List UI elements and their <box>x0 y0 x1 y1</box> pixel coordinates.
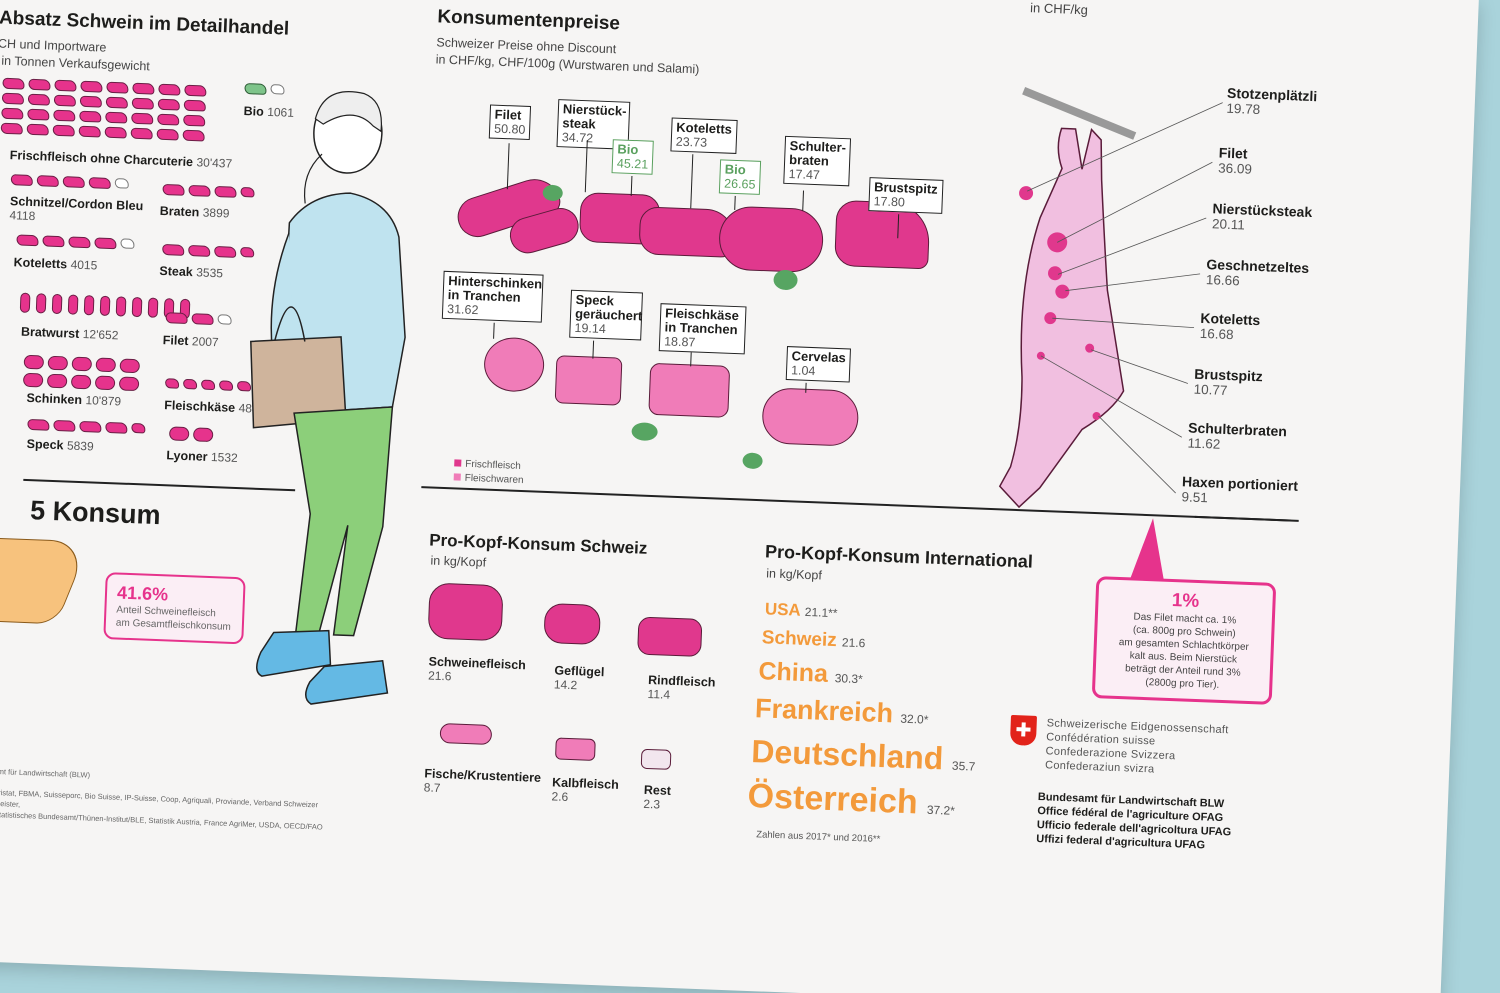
fresh-meat-label: Frischfleisch ohne Charcuterie 30'437 <box>9 148 233 171</box>
pig-unit: in CHF/kg <box>1029 0 1089 18</box>
koteletts-label: Koteletts 4015 <box>13 255 98 273</box>
pork-share-box: 41.6% Anteil Schweinefleisch am Gesamtfl… <box>103 572 246 645</box>
sales-subtitle-2: in Tonnen Verkaufsgewicht <box>1 53 151 74</box>
schinken-pictogram <box>22 354 144 392</box>
fish-pictogram <box>439 723 493 745</box>
schinken-label: Schinken 10'879 <box>26 390 122 409</box>
schnitzel-pictogram <box>10 174 129 190</box>
braten-pictogram <box>162 183 255 199</box>
rest-pictogram <box>640 748 672 770</box>
kale-garnish <box>773 269 798 291</box>
schulterbraten-illustration <box>717 205 825 274</box>
bratwurst-label: Bratwurst 12'652 <box>20 324 119 343</box>
sales-title: Absatz Schwein im Detailhandel <box>0 7 290 40</box>
price-stem <box>630 175 633 196</box>
section-divider <box>1194 515 1299 522</box>
pig-leader-lines <box>1026 102 1223 494</box>
cervelas-illustration <box>761 387 860 447</box>
filet-label: Filet 2007 <box>162 333 219 350</box>
intl-item: China 30.3* <box>757 657 863 688</box>
prices-title: Konsumentenpreise <box>436 6 621 35</box>
kale-garnish <box>631 422 658 442</box>
price-stem <box>493 322 496 339</box>
kale-garnish <box>742 452 763 470</box>
price-stem <box>802 190 805 211</box>
veal-pictogram <box>554 737 596 761</box>
poultry-pictogram <box>543 602 601 646</box>
intl-consumption-unit: in kg/Kopf <box>766 566 823 583</box>
beef-pictogram <box>637 616 703 657</box>
filet-share-callout: 1% Das Filet macht ca. 1%(ca. 800g pro S… <box>1091 576 1277 705</box>
koteletts-pictogram <box>16 234 135 250</box>
intl-item: Schweiz 21.6 <box>761 627 866 652</box>
lyoner-label: Lyoner 1532 <box>166 448 238 466</box>
source-line-1: Bundesamt für Landwirtschaft (BLW) <box>0 765 91 780</box>
speck-pictogram <box>27 418 146 435</box>
legend-swatch <box>454 459 462 467</box>
price-stem <box>734 195 737 210</box>
fleischkaese-illustration <box>648 362 731 418</box>
intl-item: Frankreich 32.0* <box>754 693 929 729</box>
intl-item: USA 21.1** <box>764 599 838 621</box>
swiss-coat-of-arms <box>1009 714 1038 746</box>
speck-illustration <box>554 355 623 406</box>
braten-label: Braten 3899 <box>159 203 230 221</box>
hinterschinken-illustration <box>483 336 546 393</box>
konsum-heading: 5 Konsum <box>29 495 162 531</box>
legend-swatch <box>453 473 461 481</box>
callout-text: Das Filet macht ca. 1%(ca. 800g pro Schw… <box>1118 611 1250 691</box>
intl-item: Deutschland 35.7 <box>750 732 976 777</box>
lyoner-pictogram <box>168 426 214 443</box>
shopper-illustration <box>250 90 406 705</box>
sources: Bundesamt für Landwirtschaft (BLW) AGIS,… <box>0 765 348 834</box>
legend-item: Fleischwaren <box>453 471 524 488</box>
prices-legend: Frischfleisch Fleischwaren <box>453 457 524 488</box>
steak-pictogram <box>162 243 255 259</box>
price-stem <box>506 143 510 190</box>
prices-subtitle-2: in CHF/kg, CHF/100g (Wurstwaren und Sala… <box>435 52 700 77</box>
price-stem <box>690 154 694 209</box>
intl-footnote: Zahlen aus 2017* und 2016** <box>756 829 881 845</box>
fresh-meat-pictogram <box>0 77 221 142</box>
steak-label: Steak 3535 <box>159 263 224 281</box>
arrow-shape <box>0 537 91 625</box>
ch-consumption-unit: in kg/Kopf <box>430 553 487 570</box>
speck-label: Speck 5839 <box>26 436 94 454</box>
filet-pictogram <box>165 312 232 326</box>
intl-item: Österreich 37.2* <box>746 776 956 822</box>
pork-pictogram <box>427 582 504 642</box>
